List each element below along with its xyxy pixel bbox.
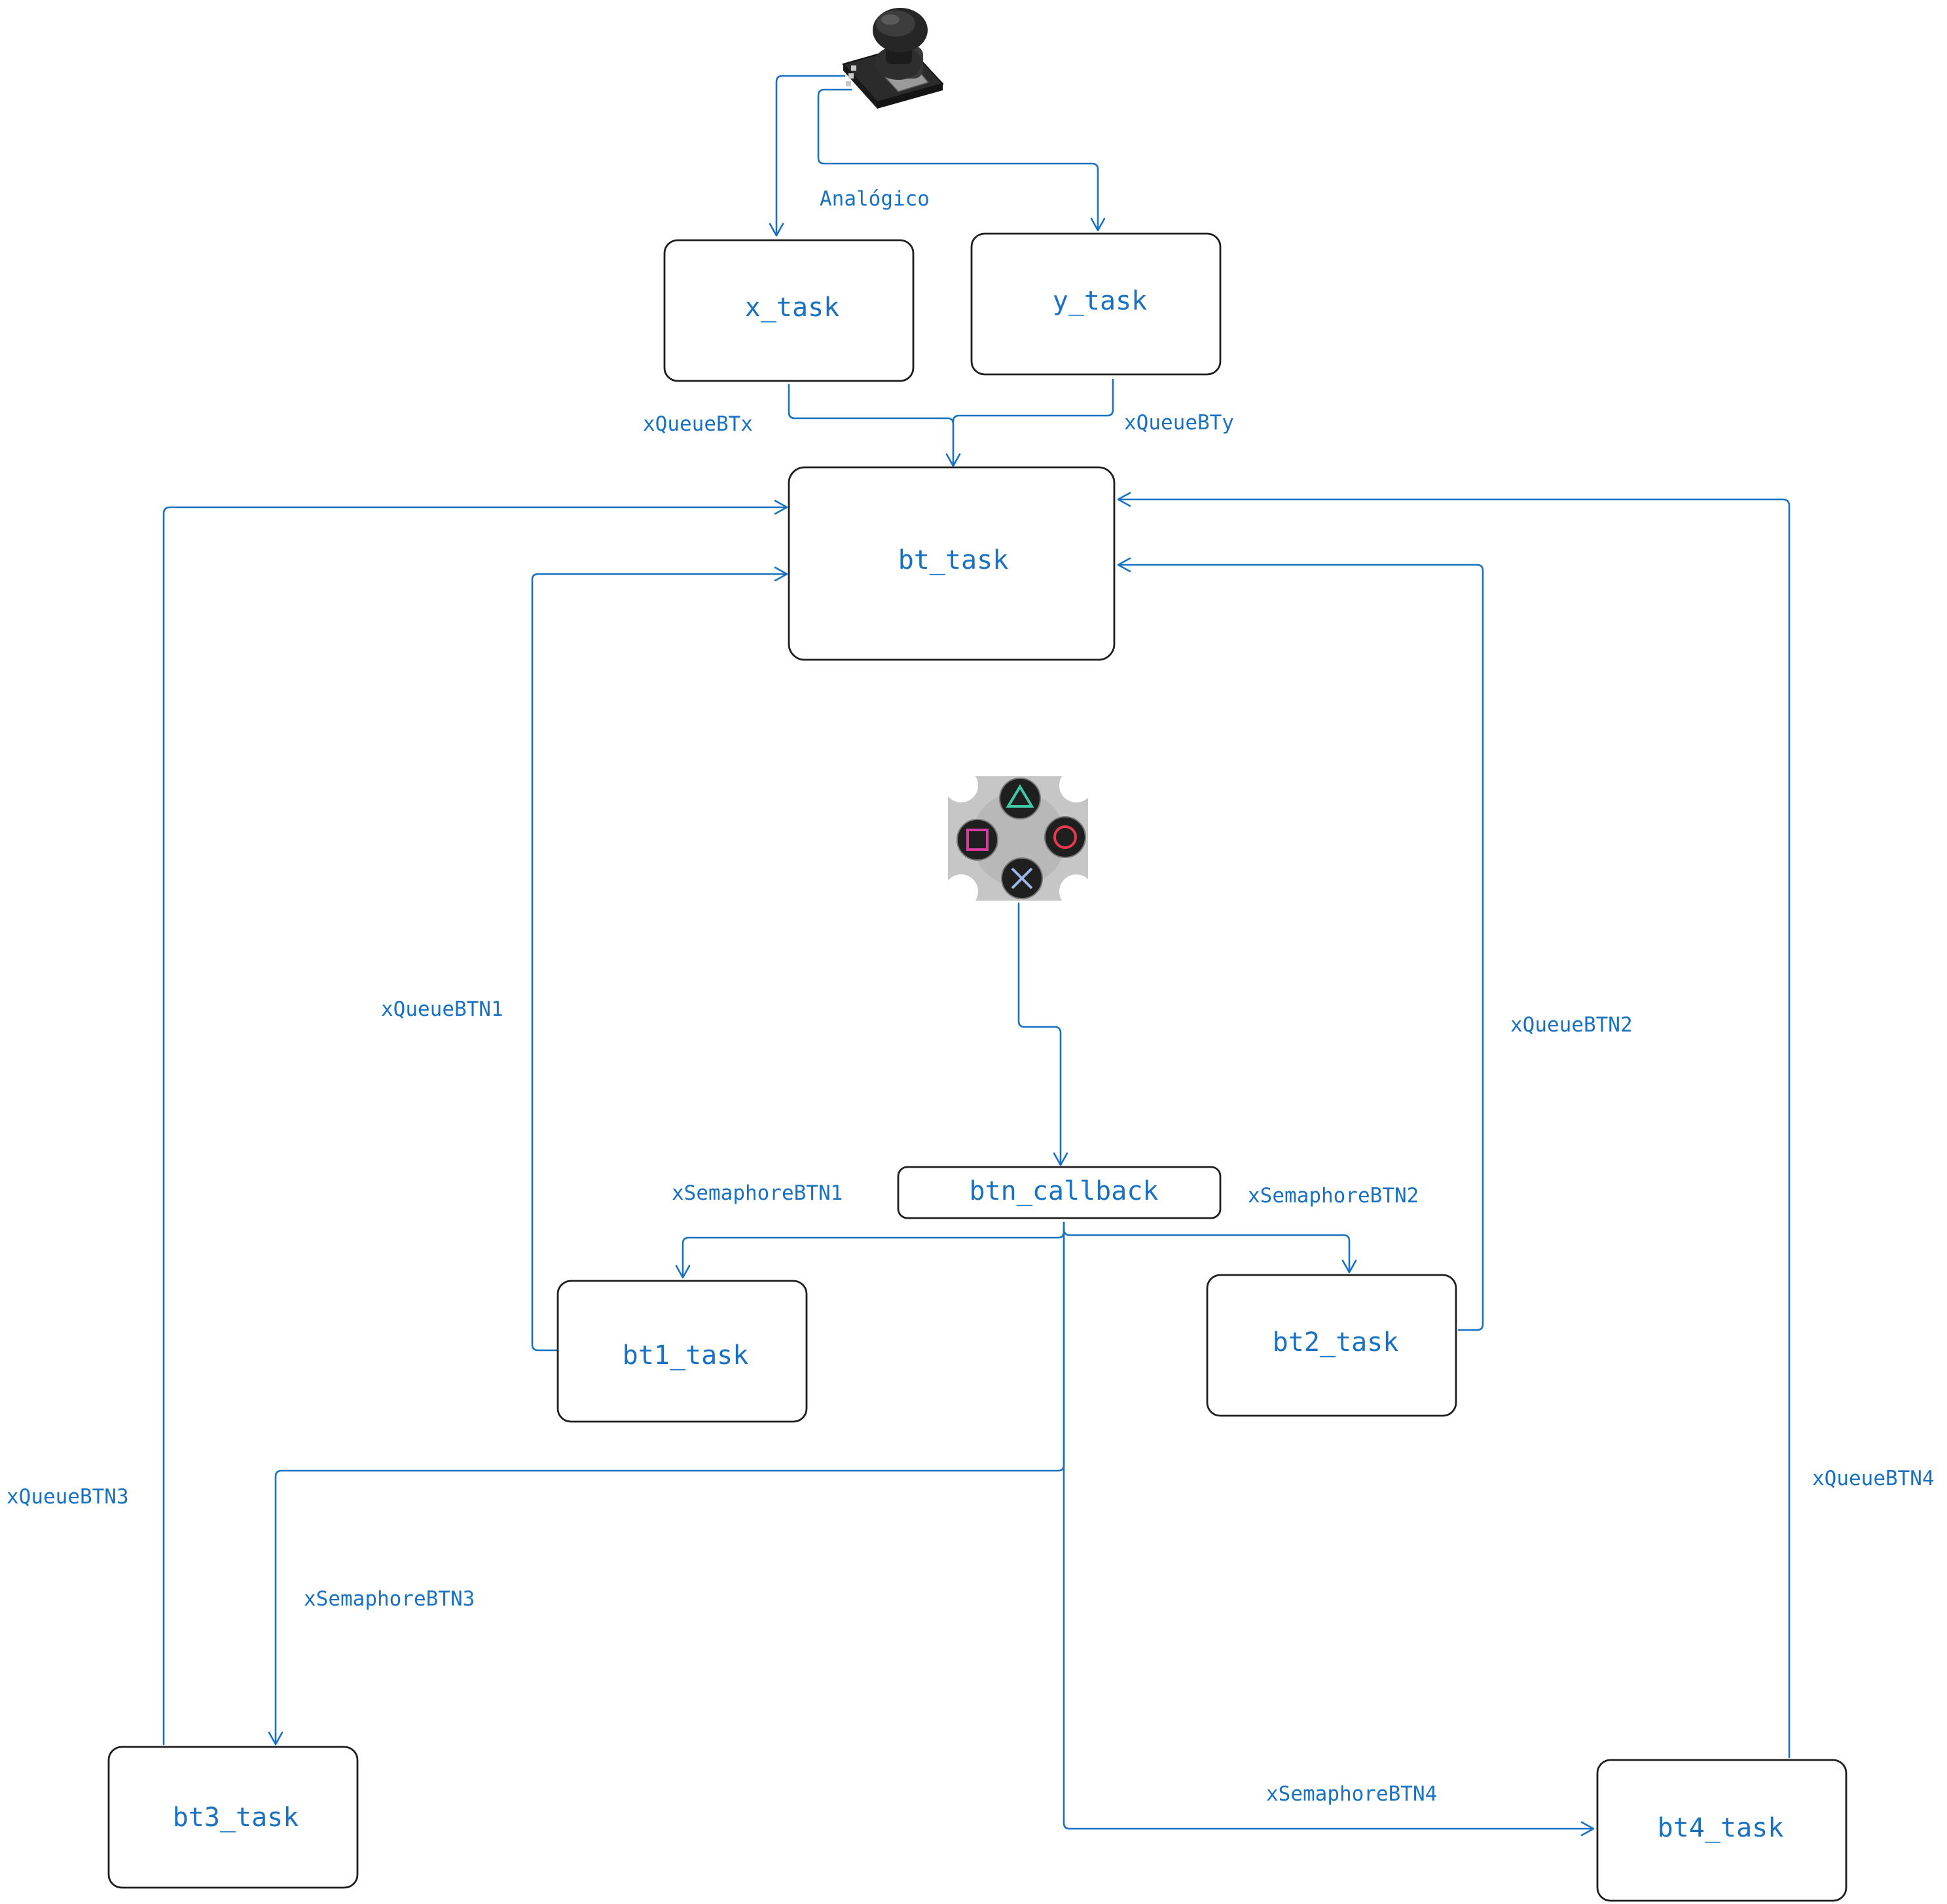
arrow-head	[1580, 1821, 1595, 1837]
arrow-head	[1090, 217, 1106, 232]
arrow-head	[774, 499, 788, 515]
arrow-head	[1117, 492, 1131, 507]
label-queue-y: xQueueBTy	[1124, 411, 1234, 435]
node-x-task[interactable]: x_task	[663, 239, 915, 382]
node-bt4-task[interactable]: bt4_task	[1596, 1759, 1847, 1902]
node-bt3-task[interactable]: bt3_task	[107, 1746, 359, 1889]
node-btn-callback[interactable]: btn_callback	[897, 1166, 1222, 1219]
node-bt2-task-label: bt2_task	[1273, 1327, 1399, 1357]
gamepad-face-buttons-icon	[944, 768, 1093, 908]
label-queue-btn1: xQueueBTN1	[381, 997, 503, 1021]
edge-joystick-to-x-task	[775, 75, 846, 236]
label-queue-btn2: xQueueBTN2	[1510, 1013, 1633, 1037]
node-bt-task-label: bt_task	[898, 545, 1009, 575]
node-btn-callback-label: btn_callback	[970, 1176, 1159, 1206]
label-semaphore-btn2: xSemaphoreBTN2	[1248, 1184, 1419, 1208]
label-semaphore-btn3: xSemaphoreBTN3	[304, 1587, 475, 1611]
label-analog: Analógico	[820, 187, 930, 211]
node-bt3-task-label: bt3_task	[173, 1803, 299, 1833]
edge-bt4-task-to-bt-task	[1118, 498, 1791, 1759]
arrow-head	[1053, 1152, 1068, 1166]
edge-x-task-to-bt-task	[788, 384, 955, 466]
edge-btn-callback-to-bt4-task	[1063, 1221, 1593, 1830]
node-y-task[interactable]: y_task	[970, 232, 1222, 376]
edge-joystick-to-y-task	[817, 88, 1099, 230]
arrow-head	[1341, 1259, 1357, 1274]
node-bt-task[interactable]: bt_task	[788, 466, 1116, 661]
node-x-task-label: x_task	[745, 293, 840, 323]
label-queue-x: xQueueBTx	[643, 412, 753, 436]
arrow-head	[1117, 557, 1131, 573]
edge-bt2-task-to-bt-task	[1118, 564, 1484, 1331]
edge-y-task-to-bt-task	[952, 378, 1114, 423]
node-y-task-label: y_task	[1053, 286, 1148, 316]
arrow-head	[945, 453, 961, 467]
label-queue-btn4: xQueueBTN4	[1812, 1467, 1935, 1490]
node-bt1-task[interactable]: bt1_task	[556, 1280, 808, 1423]
arrow-head	[268, 1731, 283, 1746]
node-bt4-task-label: bt4_task	[1658, 1813, 1784, 1843]
edge-btn-callback-to-bt2-task	[1063, 1228, 1351, 1272]
joystick-module-icon	[842, 8, 944, 109]
node-bt1-task-label: bt1_task	[623, 1340, 749, 1371]
arrow-head	[769, 223, 784, 237]
label-semaphore-btn4: xSemaphoreBTN4	[1266, 1782, 1437, 1806]
node-bt2-task[interactable]: bt2_task	[1206, 1274, 1457, 1417]
label-semaphore-btn1: xSemaphoreBTN1	[672, 1181, 843, 1205]
edge-buttons-to-btn-callback	[1017, 902, 1062, 1165]
label-queue-btn3: xQueueBTN3	[7, 1485, 129, 1509]
edge-bt1-task-to-bt-task	[531, 573, 787, 1352]
edge-bt3-task-to-bt-task	[162, 506, 787, 1746]
arrow-head	[675, 1265, 691, 1279]
arrow-head	[774, 566, 788, 582]
edge-btn-callback-to-bt1-task	[682, 1221, 1065, 1278]
